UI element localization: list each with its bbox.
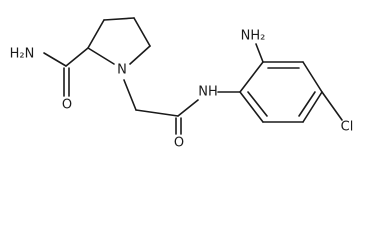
atom-label-amide-nh2: H₂N bbox=[10, 47, 35, 62]
atom-label-ring-n: N bbox=[117, 63, 127, 78]
atom-label-carbonyl-o-1: O bbox=[62, 98, 72, 113]
atom-label-chloro: Cl bbox=[341, 120, 354, 135]
bond-ar-c4-c5 bbox=[302, 91, 323, 123]
glycinamide-linker bbox=[123, 79, 241, 135]
aryl-substituents bbox=[255, 43, 343, 121]
bond-n-to-ch2 bbox=[123, 79, 137, 111]
bond-ring-c3-c4 bbox=[133, 17, 151, 47]
bond-ring-c4-n bbox=[129, 45, 151, 65]
bond-ar-to-nh2 bbox=[255, 43, 264, 63]
benzene-ring bbox=[239, 61, 323, 123]
bond-ar-c3-c4 bbox=[302, 61, 323, 93]
bond-ar-inner-3 bbox=[247, 91, 268, 117]
bond-ar-to-cl bbox=[321, 91, 343, 121]
bond-ar-c6-c1 bbox=[239, 91, 264, 123]
bond-carbonyl-to-nh2 bbox=[43, 52, 67, 67]
pyrrolidine-ring bbox=[87, 17, 151, 65]
atom-label-aryl-nh2: NH₂ bbox=[241, 29, 266, 44]
carboxamide-group bbox=[43, 47, 89, 97]
bond-carbonyl-to-nh bbox=[177, 99, 199, 117]
bond-ar-c1-c2 bbox=[239, 61, 264, 93]
molecule-structure: H₂N NH₂ N NH O O Cl bbox=[10, 17, 354, 151]
bond-ring-n-c1 bbox=[87, 47, 115, 65]
bond-ring-c2-c3 bbox=[103, 17, 135, 21]
atom-label-carbonyl-o-2: O bbox=[174, 136, 184, 151]
bond-ring-to-carbonyl bbox=[65, 47, 89, 67]
bond-ring-c1-c2 bbox=[87, 19, 105, 49]
atom-label-amide-nh: NH bbox=[198, 85, 218, 100]
bond-ch2-to-carbonyl bbox=[135, 109, 179, 117]
bond-ar-inner-2 bbox=[298, 91, 316, 117]
